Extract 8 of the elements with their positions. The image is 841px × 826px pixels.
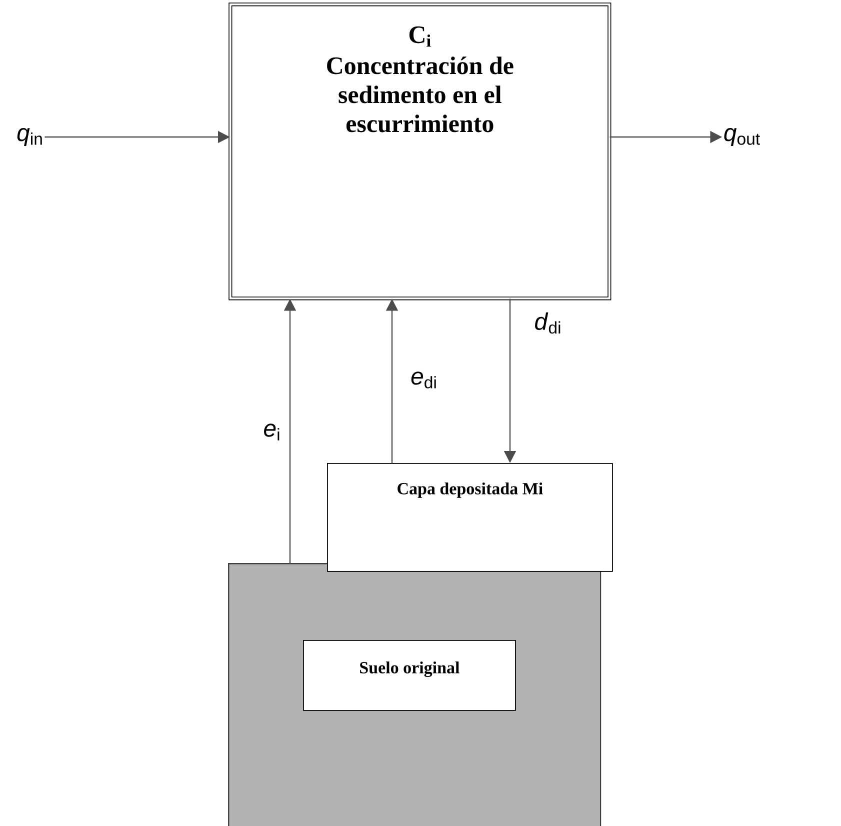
edge-label: e$_{i}$ (262, 422, 282, 442)
flow-label: q$_{out}$ (724, 128, 760, 146)
layer-box: Capa depositada Mi (327, 463, 613, 572)
edge-label: d$_{di}$ (533, 311, 563, 335)
edge-label: e$_{di}$ (410, 370, 438, 390)
text-box: Suelo original (303, 640, 516, 711)
flow-label: q$_{in}$ (17, 128, 42, 146)
process-box: C$_{i}$ Concentración de sedimento en el escurrimiento (228, 2, 612, 300)
